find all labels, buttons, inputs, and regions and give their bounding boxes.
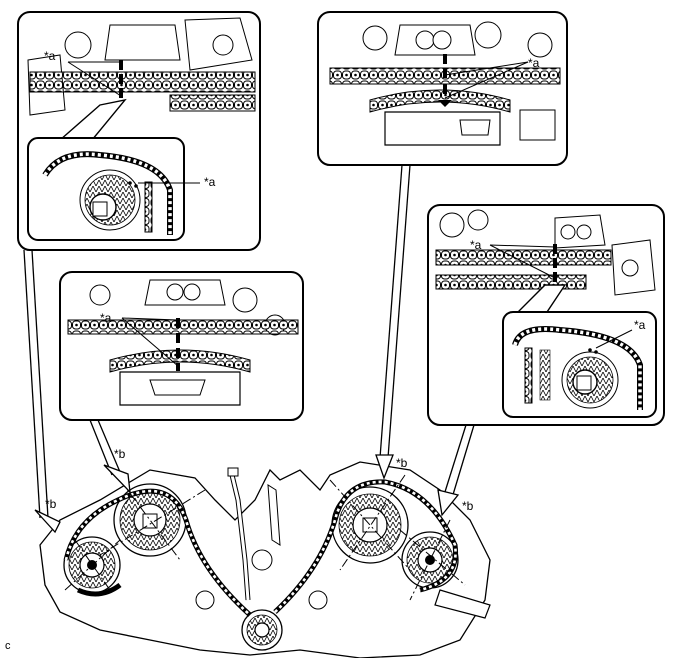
callout-b: *b bbox=[462, 499, 474, 513]
detail-panel-right-exhaust: *a *a bbox=[427, 204, 665, 426]
callout-a: *a bbox=[528, 56, 540, 70]
timing-marks bbox=[119, 60, 123, 98]
detail-panel-right-intake: *a bbox=[317, 11, 568, 166]
callout-a: *a bbox=[100, 311, 112, 325]
detail-panel-left-exhaust: *a *a bbox=[17, 11, 261, 251]
leader-arrows bbox=[23, 164, 475, 534]
callout-a: *a bbox=[634, 318, 646, 332]
figure-code: c bbox=[5, 640, 11, 652]
callout-a: *a bbox=[470, 238, 482, 252]
detail-panel-left-intake: *a bbox=[59, 271, 304, 421]
callout-b: *b bbox=[396, 456, 408, 470]
engine-front-view bbox=[39, 461, 491, 658]
callout-b: *b bbox=[45, 497, 57, 511]
callout-a: *a bbox=[204, 175, 216, 189]
callout-a: *a bbox=[44, 49, 56, 63]
callout-b: *b bbox=[114, 447, 126, 461]
